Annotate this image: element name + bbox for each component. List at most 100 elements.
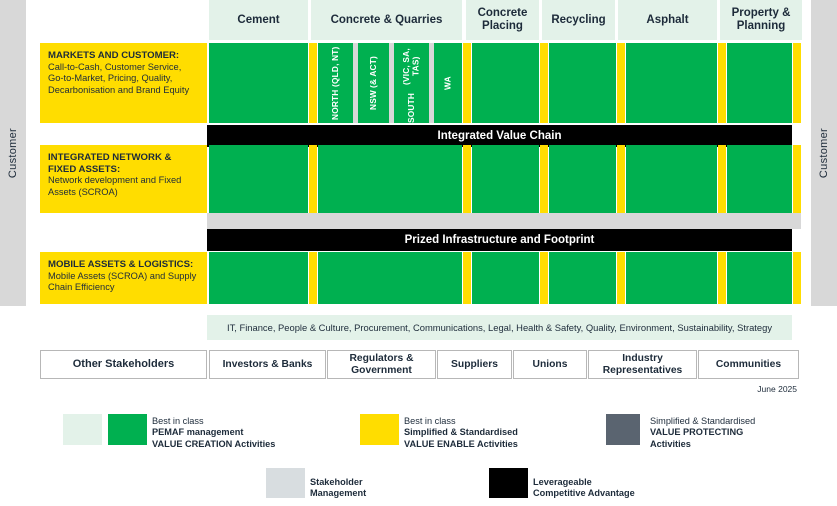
divider-mobile-2 bbox=[463, 252, 471, 304]
divider-network-3 bbox=[540, 145, 548, 213]
cell-markets-concrete-north: NORTH (QLD, NT) bbox=[318, 43, 353, 123]
legend-line1-value-creation: Best in class bbox=[152, 416, 204, 426]
cell-network-cement bbox=[209, 145, 308, 213]
column-header-cement: Cement bbox=[209, 0, 308, 40]
divider-markets-4 bbox=[617, 43, 625, 123]
row-detail-network: Network development and Fixed Assets (SC… bbox=[48, 175, 182, 197]
divider-network-2 bbox=[463, 145, 471, 213]
legend-text-value-protecting: Simplified & Standardised VALUE PROTECTI… bbox=[650, 416, 835, 450]
legend-swatch-stakeholder bbox=[266, 468, 305, 498]
banner-prized-infrastructure: Prized Infrastructure and Footprint bbox=[207, 229, 792, 251]
divider-mobile-3 bbox=[540, 252, 548, 304]
legend-line2-stakeholder: Management bbox=[310, 488, 367, 499]
stakeholder-cell-suppliers[interactable]: Suppliers bbox=[437, 350, 512, 379]
date-label: June 2025 bbox=[757, 384, 797, 394]
enablers-strip: IT, Finance, People & Culture, Procureme… bbox=[207, 315, 792, 340]
legend-line2-competitive: Competitive Advantage bbox=[533, 488, 635, 499]
legend-line1-value-enable: Best in class bbox=[404, 416, 456, 426]
legend-text-value-enable: Best in class Simplified & Standardised … bbox=[404, 416, 604, 450]
vlabel-south: SOUTH (VIC, SA, TAS) bbox=[401, 48, 421, 123]
stakeholder-cell-unions[interactable]: Unions bbox=[513, 350, 587, 379]
cell-markets-concrete-placing bbox=[472, 43, 539, 123]
vlabel-north: NORTH (QLD, NT) bbox=[329, 46, 340, 120]
legend-swatch-green bbox=[108, 414, 147, 445]
cell-markets-concrete-south: SOUTH (VIC, SA, TAS) bbox=[394, 43, 429, 123]
row-label-mobile-assets: MOBILE ASSETS & LOGISTICS: Mobile Assets… bbox=[40, 252, 207, 304]
cell-markets-cement bbox=[209, 43, 308, 123]
legend-line1-stakeholder: Stakeholder bbox=[310, 477, 363, 487]
column-header-concrete-quarries: Concrete & Quarries bbox=[311, 0, 462, 40]
divider-network-4 bbox=[617, 145, 625, 213]
stakeholder-cell-industry-representatives[interactable]: Industry Representatives bbox=[588, 350, 697, 379]
divider-mobile-5 bbox=[718, 252, 726, 304]
gap-markets-concrete-1 bbox=[353, 43, 358, 123]
legend-line3-value-protecting: Activities bbox=[650, 438, 691, 449]
divider-markets-6 bbox=[793, 43, 801, 123]
cell-markets-property bbox=[727, 43, 792, 123]
cell-markets-asphalt bbox=[626, 43, 717, 123]
row-label-integrated-network: INTEGRATED NETWORK & FIXED ASSETS: Netwo… bbox=[40, 145, 207, 213]
divider-network-5 bbox=[718, 145, 726, 213]
divider-mobile-1 bbox=[309, 252, 317, 304]
cell-network-concrete-quarries bbox=[318, 145, 462, 213]
divider-network-1 bbox=[309, 145, 317, 213]
gap-markets-concrete-2 bbox=[389, 43, 394, 123]
legend-line2-value-enable: Simplified & Standardised bbox=[404, 427, 518, 438]
row-title-markets: MARKETS AND CUSTOMER: bbox=[48, 50, 180, 61]
customer-label-right: Customer bbox=[818, 127, 830, 179]
divider-mobile-4 bbox=[617, 252, 625, 304]
cell-network-recycling bbox=[549, 145, 616, 213]
legend-swatch-yellow bbox=[360, 414, 399, 445]
cell-mobile-recycling bbox=[549, 252, 616, 304]
legend-line1-competitive: Leverageable bbox=[533, 477, 592, 487]
cell-markets-concrete-nsw: NSW (& ACT) bbox=[358, 43, 389, 123]
row-label-markets-and-customer: MARKETS AND CUSTOMER: Call-to-Cash, Cust… bbox=[40, 43, 207, 123]
cell-mobile-cement bbox=[209, 252, 308, 304]
vlabel-nsw: NSW (& ACT) bbox=[367, 55, 378, 111]
legend-text-competitive-advantage: Leverageable Competitive Advantage bbox=[533, 477, 733, 500]
cell-mobile-property bbox=[727, 252, 792, 304]
legend-line3-value-enable: VALUE ENABLE Activities bbox=[404, 438, 518, 449]
cell-mobile-concrete-placing bbox=[472, 252, 539, 304]
legend-line3-value-creation: VALUE CREATION Activities bbox=[152, 438, 276, 449]
stakeholder-cell-other[interactable]: Other Stakeholders bbox=[40, 350, 207, 379]
row-detail-mobile: Mobile Assets (SCROA) and Supply Chain E… bbox=[48, 270, 197, 293]
cell-mobile-asphalt bbox=[626, 252, 717, 304]
divider-network-6 bbox=[793, 145, 801, 213]
customer-bar-left: Customer bbox=[0, 0, 26, 306]
legend-line2-value-protecting: VALUE PROTECTING bbox=[650, 427, 744, 438]
cell-mobile-concrete-quarries bbox=[318, 252, 462, 304]
divider-mobile-6 bbox=[793, 252, 801, 304]
legend-text-value-creation: Best in class PEMAF management VALUE CRE… bbox=[152, 416, 352, 450]
legend-swatch-light-green bbox=[63, 414, 102, 445]
divider-markets-1 bbox=[309, 43, 317, 123]
legend-swatch-dark-grey bbox=[606, 414, 640, 445]
legend-swatch-black bbox=[489, 468, 528, 498]
row-title-mobile: MOBILE ASSETS & LOGISTICS: bbox=[48, 259, 194, 270]
divider-markets-2 bbox=[463, 43, 471, 123]
cell-markets-concrete-wa: WA bbox=[434, 43, 462, 123]
cell-network-concrete-placing bbox=[472, 145, 539, 213]
row-title-network: INTEGRATED NETWORK & FIXED ASSETS: bbox=[48, 152, 172, 175]
banner-integrated-value-chain: Integrated Value Chain bbox=[207, 125, 792, 147]
vlabel-wa: WA bbox=[442, 76, 453, 90]
row-detail-markets: Call-to-Cash, Customer Service, Go-to-Ma… bbox=[48, 61, 190, 95]
cell-network-property bbox=[727, 145, 792, 213]
stakeholder-cell-communities[interactable]: Communities bbox=[698, 350, 799, 379]
legend-line1-value-protecting: Simplified & Standardised bbox=[650, 416, 756, 426]
cell-network-asphalt bbox=[626, 145, 717, 213]
cell-markets-recycling bbox=[549, 43, 616, 123]
column-header-recycling: Recycling bbox=[542, 0, 615, 40]
column-header-concrete-placing: Concrete Placing bbox=[466, 0, 539, 40]
customer-label-left: Customer bbox=[7, 127, 19, 179]
legend-text-stakeholder: Stakeholder Management bbox=[310, 477, 460, 500]
legend-line2-value-creation: PEMAF management bbox=[152, 427, 244, 438]
column-header-asphalt: Asphalt bbox=[618, 0, 717, 40]
stakeholder-cell-investors-banks[interactable]: Investors & Banks bbox=[209, 350, 326, 379]
spacer-strip bbox=[207, 213, 801, 229]
divider-markets-5 bbox=[718, 43, 726, 123]
column-header-property-planning: Property & Planning bbox=[720, 0, 802, 40]
gap-markets-concrete-3 bbox=[429, 43, 434, 123]
stakeholder-cell-regulators-government[interactable]: Regulators & Government bbox=[327, 350, 436, 379]
customer-bar-right: Customer bbox=[811, 0, 837, 306]
